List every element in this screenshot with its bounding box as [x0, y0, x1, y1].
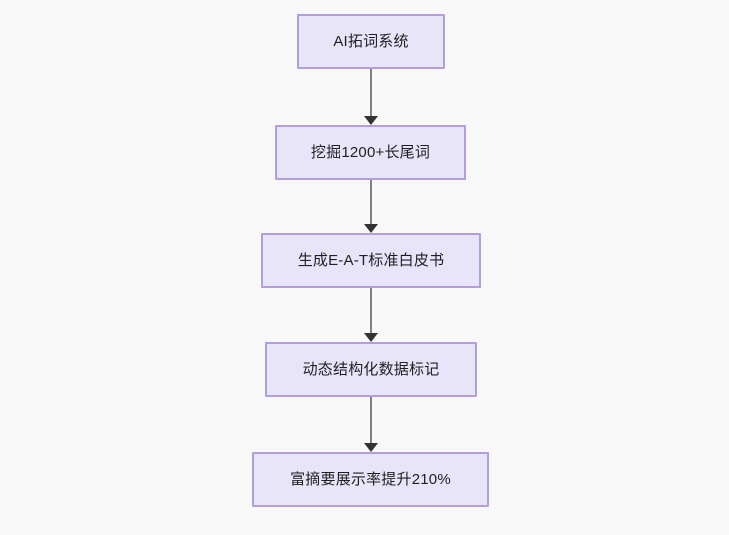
down-arrow-icon: [364, 333, 378, 342]
flow-edge-n1-n2: [370, 69, 372, 118]
flow-edge-n3-n4: [370, 288, 372, 335]
flow-node-label: 动态结构化数据标记: [302, 361, 440, 378]
flow-node-rich-snippet-result[interactable]: 富摘要展示率提升210%: [252, 452, 489, 507]
down-arrow-icon: [364, 116, 378, 125]
flow-node-eat-whitepaper[interactable]: 生成E-A-T标准白皮书: [261, 233, 481, 288]
flow-edge-n2-n3: [370, 180, 372, 226]
flow-node-ai-keyword-system[interactable]: AI拓词系统: [297, 14, 445, 69]
flow-node-longtail-keywords[interactable]: 挖掘1200+长尾词: [275, 125, 466, 180]
flow-node-label: AI拓词系统: [333, 33, 409, 50]
flow-node-label: 生成E-A-T标准白皮书: [297, 252, 445, 269]
flow-node-label: 挖掘1200+长尾词: [310, 144, 431, 161]
flow-node-structured-data-markup[interactable]: 动态结构化数据标记: [265, 342, 477, 397]
flow-edge-n4-n5: [370, 397, 372, 445]
down-arrow-icon: [364, 224, 378, 233]
down-arrow-icon: [364, 443, 378, 452]
flow-node-label: 富摘要展示率提升210%: [290, 471, 451, 488]
